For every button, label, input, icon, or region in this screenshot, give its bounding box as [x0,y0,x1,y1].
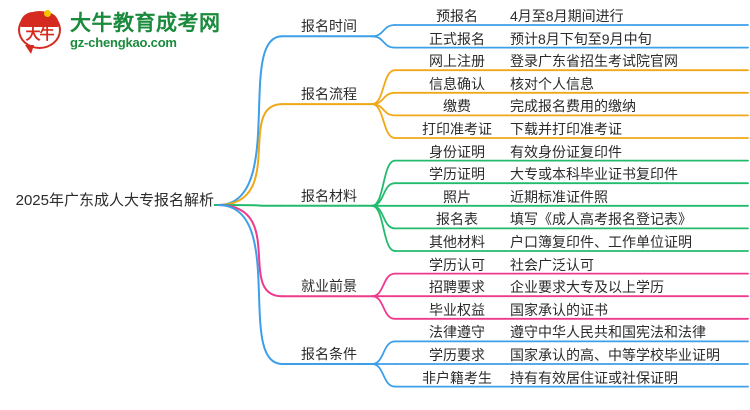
mindmap-leaf-value: 社会广泛认可 [510,256,594,273]
mindmap-leaf-value: 大专或本科毕业证书复印件 [510,166,678,183]
mindmap-leaf-key: 招聘要求 [429,279,485,296]
mindmap-leaf-value: 国家承认的证书 [510,301,608,318]
mindmap-leaf-key: 照片 [443,188,471,205]
mindmap-leaf-value: 遵守中华人民共和国宪法和法律 [510,324,706,341]
mindmap-leaf-key: 学历证明 [429,166,485,183]
mindmap-leaf-key: 法律遵守 [429,324,485,341]
logo-title: 大牛教育成考网 [70,11,221,35]
mindmap-branch-label-2: 报名流程 [301,86,357,103]
mindmap-leaf-key: 身份证明 [429,143,485,160]
mindmap-leaf-key: 学历要求 [429,347,485,363]
mindmap-leaf-key: 预报名 [436,8,478,24]
mindmap-leaf-value: 有效身份证复印件 [510,143,622,160]
mindmap-branch-label-1: 报名时间 [301,18,357,35]
mindmap-leaf-value: 近期标准证件照 [510,188,608,205]
mindmap-leaf-key: 打印准考证 [422,121,492,137]
mindmap-leaf-value: 持有有效居住证或社保证明 [510,369,678,386]
mindmap-branch-label-3: 报名材料 [301,187,357,204]
cap-tassel-dot-icon [44,9,51,17]
mindmap-leaf-value: 完成报名费用的缴纳 [510,98,636,115]
mindmap-branch-label-4: 就业前景 [301,278,357,295]
mindmap-leaf-value: 下载并打印准考证 [510,121,622,137]
logo-mark-text: 大牛 [25,25,54,43]
mindmap-branch-label-5: 报名条件 [301,346,357,362]
mindmap-leaf-value: 企业要求大专及以上学历 [510,279,664,296]
mindmap-leaf-value: 核对个人信息 [510,75,594,92]
mindmap-leaf-key: 非户籍考生 [422,369,492,386]
mindmap-leaf-key: 学历认可 [429,256,485,273]
mindmap-leaf-key: 报名表 [436,211,478,228]
mindmap-leaf-key: 网上注册 [429,53,485,70]
logo-url: gz-chengkao.com [70,34,177,50]
mindmap-leaf-value: 4月至8月期间进行 [510,8,624,24]
mindmap-leaf-key: 其他材料 [429,234,485,250]
mindmap-leaf-value: 预计8月下旬至9月中旬 [510,30,652,47]
mindmap-leaf-value: 填写《成人高考报名登记表》 [510,211,692,228]
mindmap-root-label: 2025年广东成人大专报名解析 [15,192,214,209]
speech-bubble-tail [25,44,34,54]
mindmap-leaf-value: 国家承认的高、中等学校毕业证明 [510,347,720,363]
site-logo: 大牛 大牛教育成考网 gz-chengkao.com [18,6,228,56]
mindmap-leaf-value: 登录广东省招生考试院官网 [510,53,678,70]
mindmap-leaf-key: 缴费 [443,98,471,115]
logo-mark-icon: 大牛 [18,9,63,54]
logo-wordmark: 大牛教育成考网 gz-chengkao.com [70,12,221,51]
mindmap-leaf-key: 信息确认 [429,75,485,92]
mindmap-leaf-key: 正式报名 [429,30,485,47]
mindmap-leaf-key: 毕业权益 [429,301,485,318]
mindmap-leaf-value: 户口簿复印件、工作单位证明 [510,234,692,250]
